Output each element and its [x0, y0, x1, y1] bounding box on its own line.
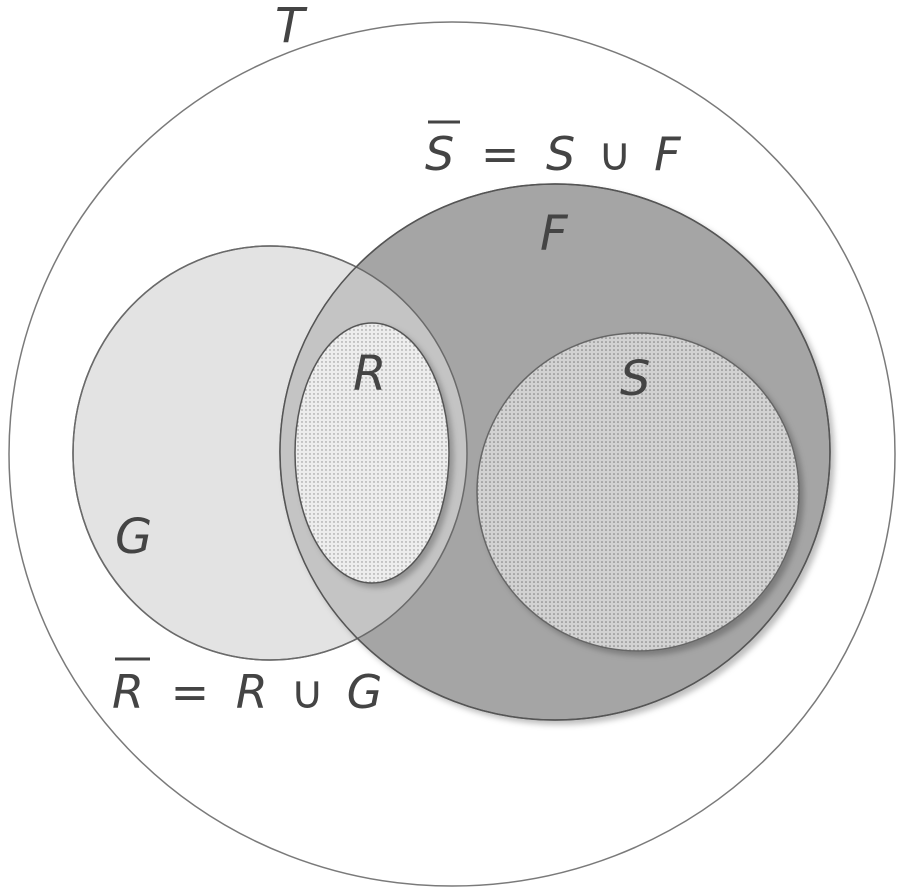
label-t: T [275, 0, 308, 54]
svg-text:S = S ∪: S = S ∪ F [425, 127, 681, 181]
label-g: G [115, 509, 152, 565]
eq-s-b: F [654, 127, 681, 181]
eq-r-lhs: R [112, 665, 144, 719]
label-r: R [353, 346, 386, 402]
eq-s-lhs: S [425, 127, 454, 181]
set-r-ellipse [294, 322, 450, 584]
eq-r-equals: = [171, 665, 210, 719]
overlap-g-f-region [280, 246, 467, 660]
label-s: S [620, 351, 650, 407]
eq-r-union: ∪ [290, 665, 324, 719]
set-s-circle [476, 332, 800, 652]
eq-s-union: ∪ [598, 127, 632, 181]
equation-r-closure: R = R ∪ G [112, 657, 382, 719]
label-f: F [540, 206, 569, 262]
set-g-outline [72, 245, 468, 661]
eq-r-b: G [347, 665, 383, 719]
eq-s-equals: = [481, 127, 520, 181]
eq-r-a: R [236, 665, 268, 719]
set-f-outline [279, 183, 831, 721]
equation-s-closure: S = S ∪ F [425, 120, 681, 181]
svg-text:R = R ∪: R = R ∪ G [112, 665, 382, 719]
eq-s-a: S [546, 127, 575, 181]
